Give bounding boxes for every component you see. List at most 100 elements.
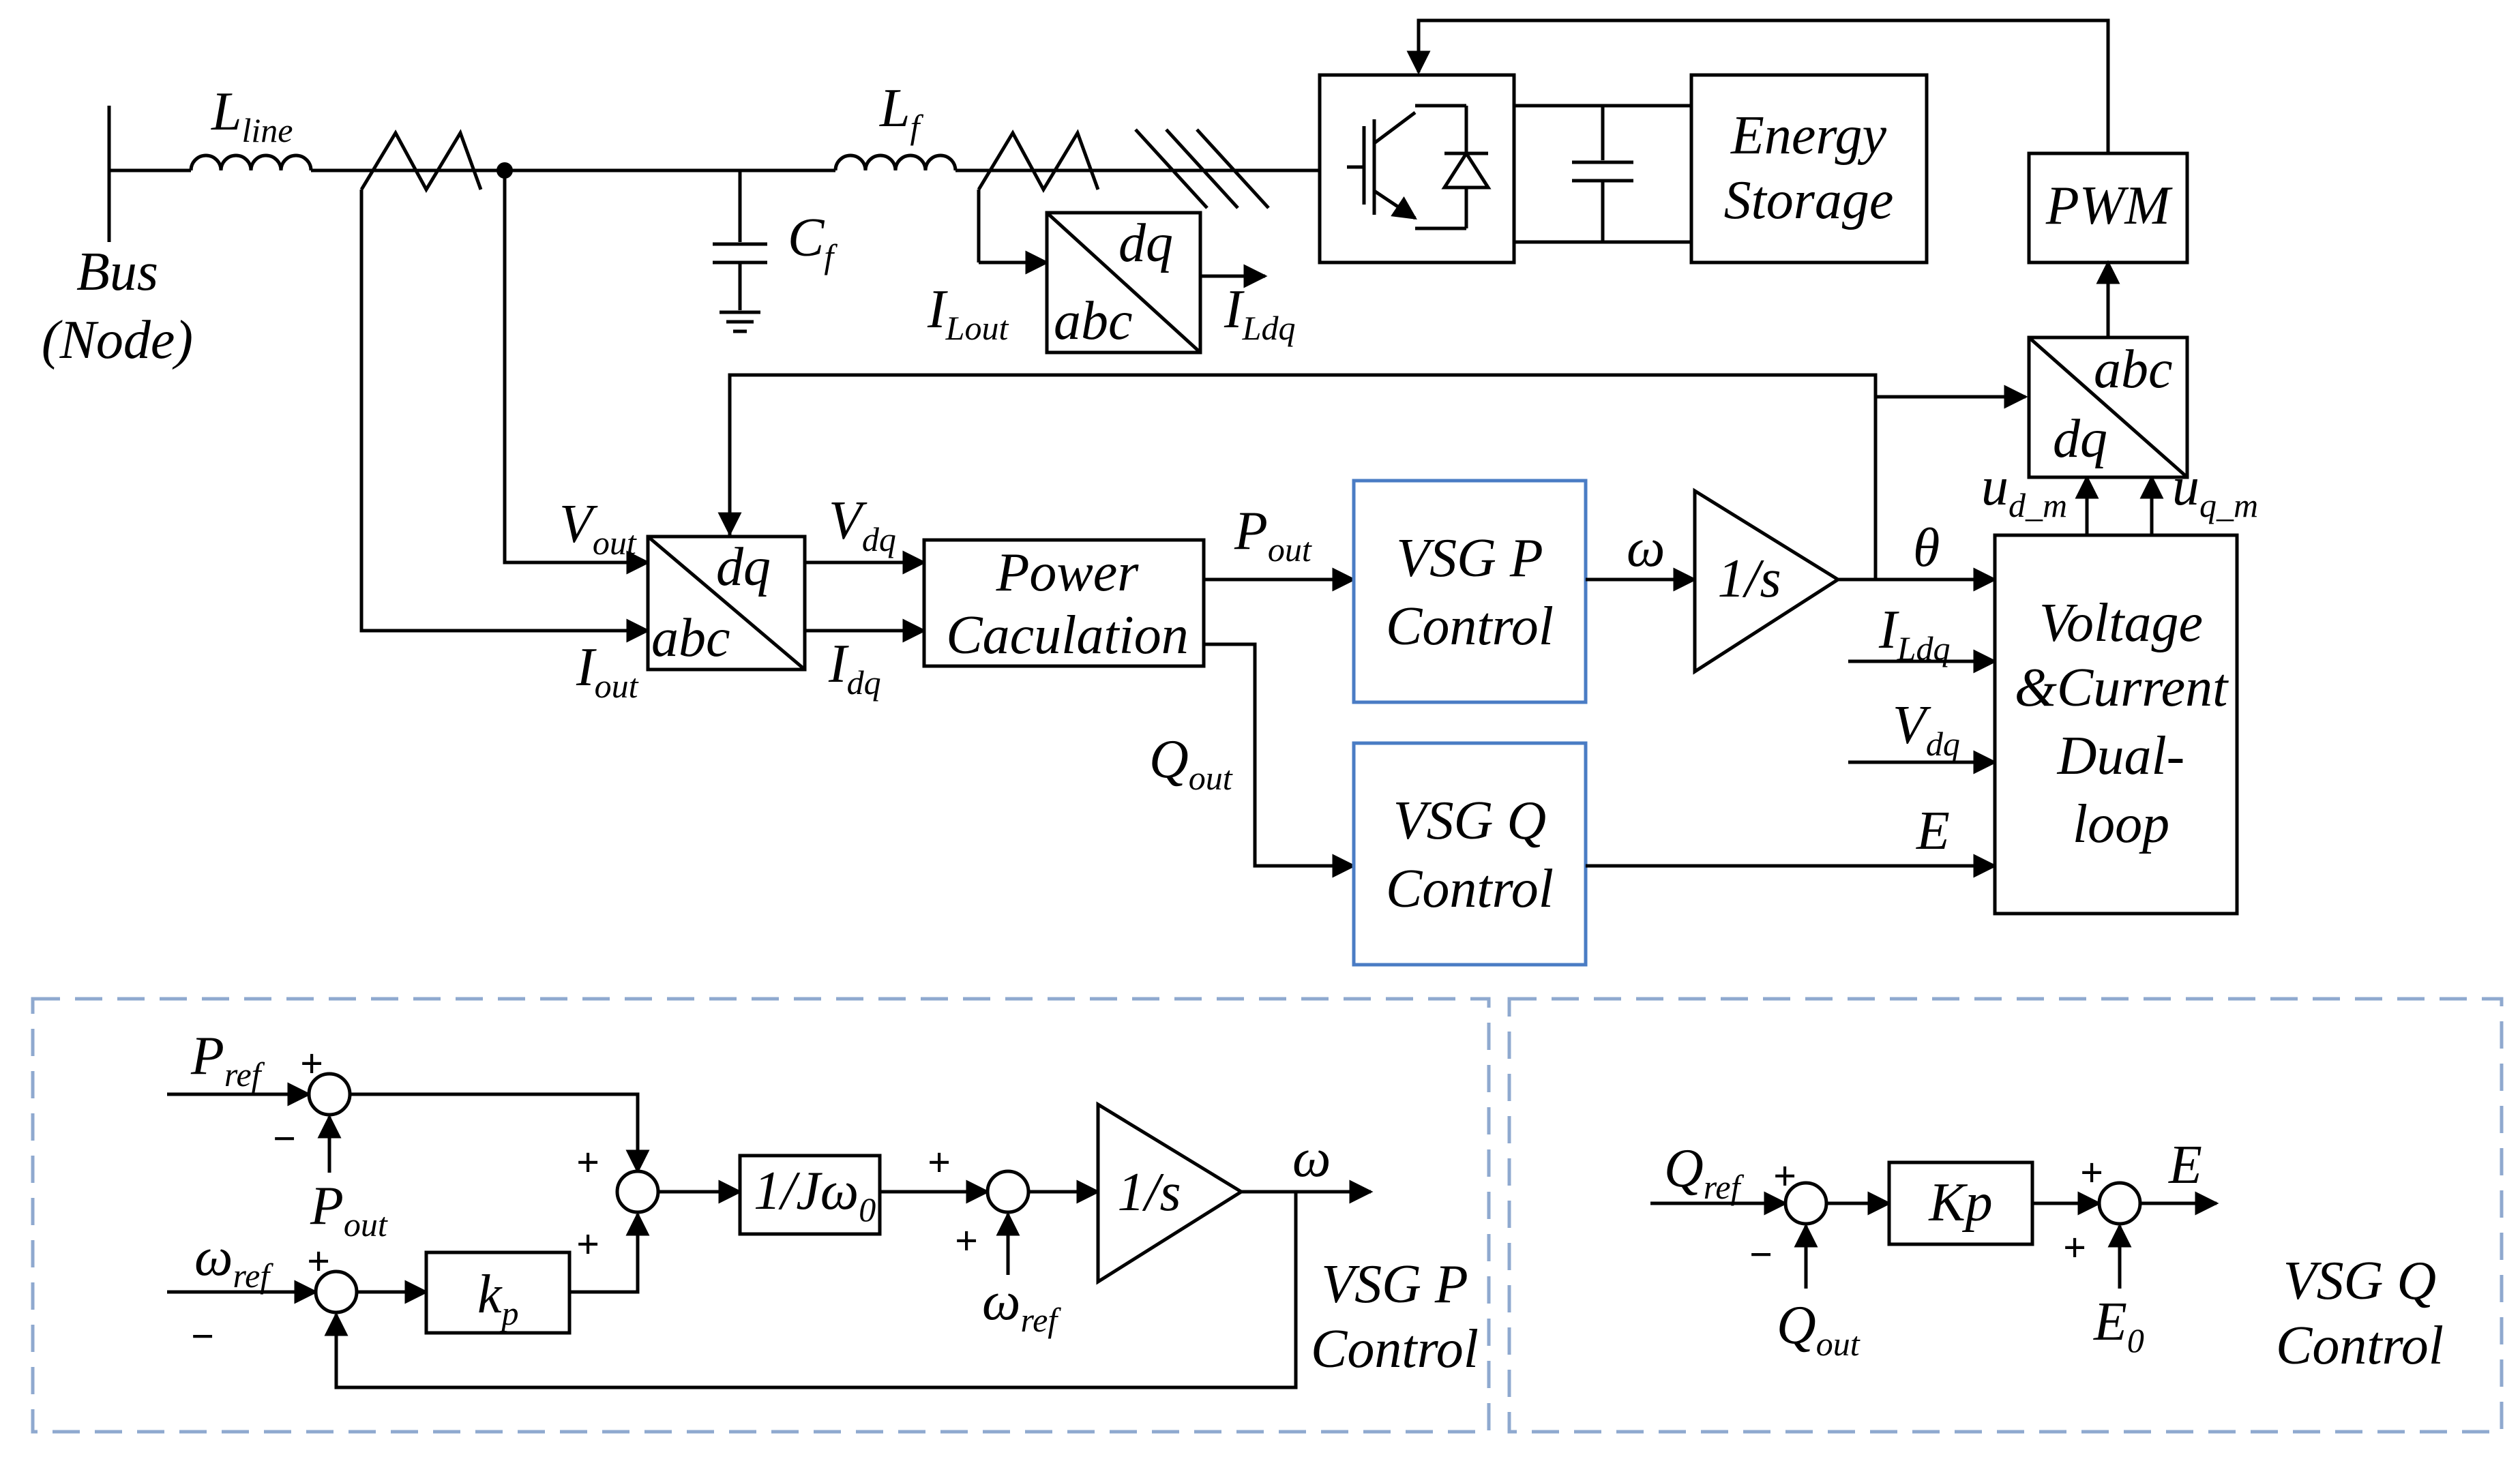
omega-sum-plus: + bbox=[307, 1239, 330, 1284]
three-phase-slashes bbox=[1134, 128, 1270, 209]
vsg-q-block-label-line1: VSG Q bbox=[1393, 791, 1546, 851]
omega-ref-sum-plus-bottom: + bbox=[955, 1218, 978, 1263]
trans-small-top-label: dq bbox=[1118, 213, 1173, 273]
q-kp-gain-block bbox=[1887, 1160, 2034, 1246]
vsg-p-control-block bbox=[1352, 479, 1588, 704]
pwm-gate-signal bbox=[1406, 18, 2110, 153]
control-stage: dq abc Power Caculation VSG P Control VS… bbox=[359, 170, 2239, 967]
filter-inductor-label: Lf bbox=[879, 78, 924, 146]
bus-label: Bus bbox=[76, 242, 158, 302]
current-sensor-1-symbol bbox=[359, 129, 483, 194]
p-sum-plus: + bbox=[300, 1041, 323, 1086]
p-sum-minus: − bbox=[273, 1116, 296, 1161]
omega-ref-sum-junction bbox=[985, 1169, 1031, 1214]
e-sum-junction bbox=[2097, 1181, 2142, 1226]
vsg-p-caption-line2: Control bbox=[1311, 1319, 1479, 1379]
p-ref-label: Pref bbox=[190, 1026, 265, 1094]
qout-label: Qout bbox=[1149, 730, 1233, 797]
main-sum-plus-bottom: + bbox=[576, 1222, 599, 1267]
p-integrator-block bbox=[1096, 1101, 1245, 1285]
abc-dq-bottom-label: abc bbox=[651, 608, 730, 668]
abc-dq-top-label: dq bbox=[716, 537, 771, 597]
vsg-q-detail-panel bbox=[1507, 997, 2504, 1434]
q-kp-label: Kp bbox=[1928, 1173, 1992, 1233]
omega-ref-sum-plus-top: + bbox=[928, 1140, 951, 1185]
omega-sum-minus: − bbox=[191, 1314, 214, 1359]
vsg-p-caption-line1: VSG P bbox=[1321, 1254, 1468, 1314]
line-inductor-symbol bbox=[189, 153, 313, 171]
inertia-gain-block bbox=[738, 1154, 882, 1236]
p-out-detail-label: Pout bbox=[310, 1176, 388, 1244]
kp-gain-block bbox=[424, 1250, 572, 1335]
vsg-p-block-label-line2: Control bbox=[1386, 597, 1554, 657]
idq-label: Idq bbox=[828, 634, 881, 702]
dual-loop-block bbox=[1993, 533, 2239, 916]
vsg-p-detail-panel bbox=[31, 997, 1491, 1434]
dq-abc-top-label: abc bbox=[2094, 340, 2173, 400]
dual-loop-label-line1: Voltage bbox=[2039, 593, 2203, 653]
energy-storage-label-line2: Storage bbox=[1724, 170, 1894, 230]
pout-label: Pout bbox=[1234, 501, 1312, 569]
dual-loop-label-line2: &Current bbox=[2015, 658, 2229, 718]
dual-loop-label-line3: Dual- bbox=[2057, 726, 2185, 786]
inertia-label: 1/Jω0 bbox=[754, 1161, 876, 1229]
i-lout-label: ILout bbox=[927, 280, 1009, 347]
ud-label: ud_m bbox=[1981, 457, 2067, 524]
energy-storage-block bbox=[1689, 73, 1929, 265]
filter-inductor-symbol bbox=[833, 153, 958, 171]
q-out-detail-label: Qout bbox=[1777, 1295, 1861, 1363]
e0-label: E0 bbox=[2093, 1292, 2144, 1359]
filter-cap-label: Cf bbox=[788, 208, 837, 275]
uq-label: uq_m bbox=[2172, 457, 2258, 524]
integrator-gain-block bbox=[1693, 487, 1841, 675]
theta-label: θ bbox=[1913, 518, 1940, 578]
vsg-q-control-block bbox=[1352, 741, 1588, 967]
vsg-q-caption-line2: Control bbox=[2276, 1316, 2444, 1376]
p-integrator-label: 1/s bbox=[1117, 1162, 1181, 1222]
node-label: (Node) bbox=[42, 310, 193, 370]
omega-ref-2-label: ωref bbox=[982, 1272, 1061, 1339]
omega-label: ω bbox=[1627, 518, 1665, 578]
line-inductor-label: Lline bbox=[211, 82, 293, 149]
vsg-q-caption-line1: VSG Q bbox=[2283, 1251, 2436, 1311]
p-omega-output-label: ω bbox=[1292, 1128, 1331, 1188]
v-dq-input-label: Vdq bbox=[1893, 695, 1960, 763]
vdq-label: Vdq bbox=[829, 491, 896, 558]
kp-label: kp bbox=[477, 1265, 519, 1332]
i-ldq-input-label: ILdq bbox=[1878, 600, 1950, 667]
vsg-q-detail bbox=[1650, 1160, 2219, 1289]
vsg-q-block-label-line2: Control bbox=[1386, 859, 1554, 919]
trans-small-bottom-label: abc bbox=[1054, 291, 1133, 351]
e-sum-plus-bottom: + bbox=[2063, 1225, 2086, 1270]
vout-wire bbox=[503, 170, 651, 575]
q-ref-label: Qref bbox=[1664, 1139, 1745, 1206]
pwm-block bbox=[2027, 151, 2189, 265]
dual-loop-label-line4: loop bbox=[2073, 794, 2169, 854]
vsg-p-detail bbox=[167, 1072, 1374, 1389]
current-sensor-2-symbol bbox=[977, 129, 1100, 194]
energy-storage-label-line1: Energy bbox=[1730, 106, 1887, 166]
q-sum-minus: − bbox=[1749, 1232, 1773, 1277]
pwm-label: PWM bbox=[2045, 176, 2174, 236]
integrator-label: 1/s bbox=[1717, 549, 1781, 609]
q-sum-plus: + bbox=[1773, 1154, 1796, 1199]
omega-feedback-wire bbox=[324, 1192, 1298, 1389]
omega-ref-1-label: ωref bbox=[194, 1227, 273, 1295]
vsg-p-block-label-line1: VSG P bbox=[1396, 528, 1543, 588]
qout-wire bbox=[1204, 642, 1357, 878]
i-ldq-label: ILdq bbox=[1224, 280, 1295, 347]
main-sum-plus-top: + bbox=[576, 1140, 599, 1185]
main-sum-junction bbox=[615, 1169, 660, 1214]
vout-label: Vout bbox=[559, 494, 637, 562]
power-stage: dq abc Energy Storage PWM bbox=[107, 18, 2189, 355]
power-calc-label-line2: Caculation bbox=[946, 605, 1189, 665]
igbt-icon bbox=[1347, 104, 1492, 230]
iout-wire bbox=[359, 190, 651, 643]
q-e-output-label: E bbox=[2168, 1135, 2202, 1195]
e-sum-plus-top: + bbox=[2080, 1150, 2103, 1195]
power-calculation-block bbox=[922, 538, 1206, 668]
dq-abc-bottom-label: dq bbox=[2053, 409, 2107, 469]
power-calc-label-line1: Power bbox=[996, 543, 1140, 603]
